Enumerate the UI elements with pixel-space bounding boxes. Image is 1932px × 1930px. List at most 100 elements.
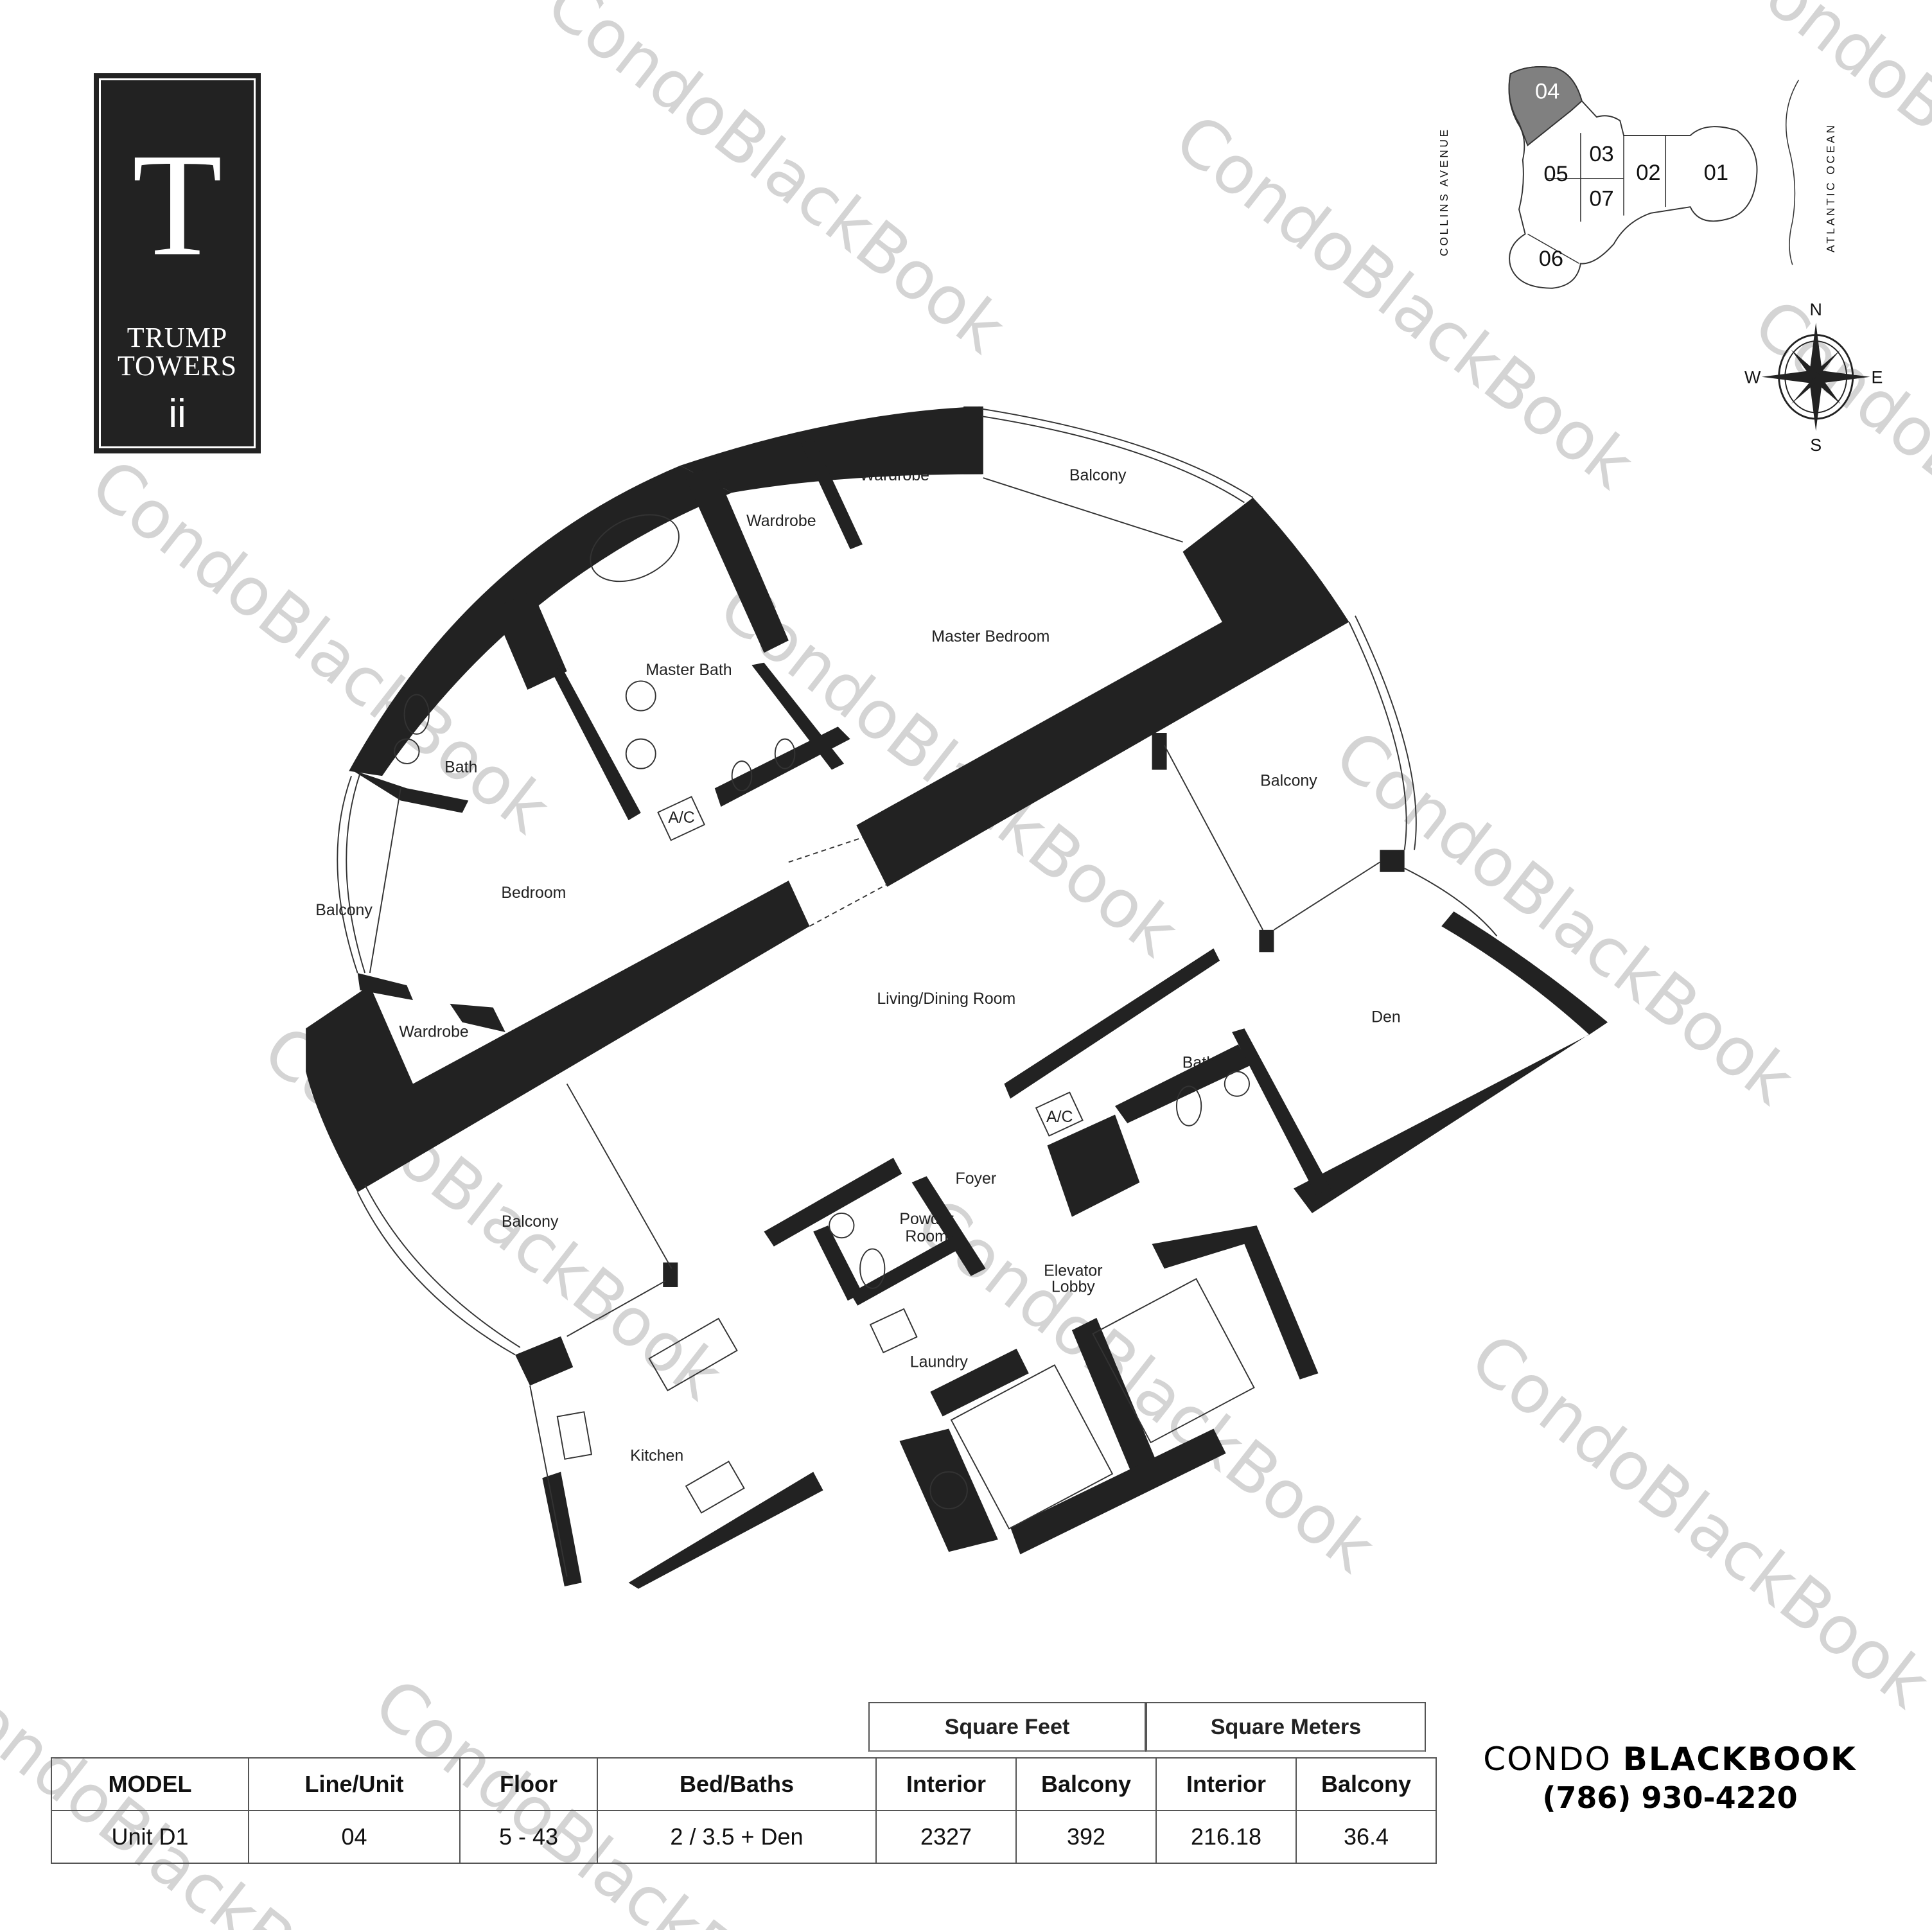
keyplan-unit-02: 02	[1636, 161, 1660, 185]
label-elevator-lobby: Elevator	[1044, 1262, 1102, 1280]
col-sqm-interior: Interior	[1155, 1757, 1297, 1811]
fixtures	[394, 514, 1255, 1530]
label-powder-room: Powder	[899, 1210, 953, 1228]
logo-name-line1: TRUMP	[127, 322, 228, 353]
logo-monogram: T	[132, 123, 223, 286]
label-laundry: Laundry	[910, 1353, 969, 1371]
col-model: MODEL	[51, 1757, 249, 1811]
cell-sqm-balcony: 36.4	[1295, 1810, 1437, 1864]
island-icon	[648, 1317, 738, 1392]
logo-suffix: ii	[168, 392, 186, 436]
label-wardrobe: Wardrobe	[746, 512, 816, 530]
cell-sqft-balcony: 392	[1015, 1810, 1157, 1864]
table-header-row: MODEL Line/Unit Floor Bed/Baths Interior…	[51, 1757, 1437, 1811]
col-sqm-balcony: Balcony	[1295, 1757, 1437, 1811]
compass-e: E	[1871, 367, 1883, 387]
label-elevator-lobby: Lobby	[1051, 1278, 1095, 1296]
elevator-cab-icon	[1092, 1277, 1255, 1444]
bidet-icon	[731, 760, 753, 792]
label-balcony: Balcony	[315, 901, 373, 919]
label-bath: Bath	[444, 758, 477, 776]
washer-icon	[869, 1308, 918, 1354]
group-header-square-meters: Square Meters	[1146, 1702, 1426, 1752]
label-ac: A/C	[1046, 1108, 1073, 1126]
key-plan: 04 03 05 02 01 07 06 COLLINS AVENUE ATLA…	[1437, 66, 1837, 289]
toilet-icon	[774, 738, 796, 769]
table-row: Unit D1 04 5 - 43 2 / 3.5 + Den 2327 392…	[51, 1810, 1437, 1864]
ac-unit-icon	[1035, 1091, 1084, 1137]
brand-phone[interactable]: (786) 930-4220	[1542, 1780, 1798, 1815]
cell-sqft-interior: 2327	[875, 1810, 1017, 1864]
keyplan-unit-03: 03	[1589, 142, 1613, 166]
group-header-square-feet: Square Feet	[868, 1702, 1146, 1752]
room-labels: Wardrobe Wardrobe Balcony Master Bedroom…	[315, 466, 1401, 1464]
logo-frame	[99, 78, 256, 448]
cell-sqm-interior: 216.18	[1155, 1810, 1297, 1864]
label-foyer: Foyer	[956, 1170, 997, 1188]
label-den: Den	[1371, 1008, 1401, 1026]
compass-rose-icon: N S E W	[1744, 300, 1883, 455]
ocean-label: ATLANTIC OCEAN	[1824, 123, 1837, 252]
toilet-icon	[859, 1248, 886, 1289]
sink-icon	[625, 680, 656, 712]
label-bedroom: Bedroom	[501, 884, 566, 902]
label-balcony: Balcony	[1069, 466, 1127, 484]
watermark: CondoBlackBook	[532, 0, 1019, 368]
logo-name: TRUMP TOWERS	[94, 324, 261, 380]
label-master-bedroom: Master Bedroom	[931, 627, 1049, 645]
toilet-icon	[403, 694, 430, 735]
trash-chute-icon	[929, 1471, 968, 1510]
walls	[306, 406, 1608, 1589]
sink-icon	[1224, 1071, 1251, 1097]
col-sqft-balcony: Balcony	[1015, 1757, 1157, 1811]
watermark: CondoBlackBook	[1456, 1319, 1932, 1723]
label-living-dining-room: Living/Dining Room	[877, 990, 1015, 1008]
street-label: COLLINS AVENUE	[1437, 127, 1450, 256]
keyplan-unit-06: 06	[1539, 247, 1563, 271]
logo-name-line2: TOWERS	[117, 350, 238, 382]
balcony-railings	[337, 408, 1498, 1577]
keyplan-unit-01: 01	[1704, 161, 1728, 185]
cell-bed-baths: 2 / 3.5 + Den	[597, 1810, 877, 1864]
label-kitchen: Kitchen	[630, 1446, 683, 1464]
label-powder-room: Room	[905, 1227, 947, 1245]
bathtub-icon	[590, 514, 680, 583]
cooktop-icon	[685, 1461, 745, 1514]
sink-icon	[829, 1212, 855, 1239]
kitchen-sink-icon	[556, 1411, 593, 1460]
sink-icon	[394, 738, 420, 764]
col-floor: Floor	[459, 1757, 598, 1811]
toilet-icon	[1175, 1085, 1202, 1127]
ac-unit-icon	[657, 796, 706, 841]
compass-n: N	[1810, 300, 1822, 319]
trump-towers-logo: T TRUMP TOWERS ii	[94, 73, 261, 453]
col-sqft-interior: Interior	[875, 1757, 1017, 1811]
unit-specs-table: MODEL Line/Unit Floor Bed/Baths Interior…	[51, 1757, 1437, 1864]
keyplan-unit-04-highlight	[1508, 66, 1583, 146]
cell-line-unit: 04	[248, 1810, 461, 1864]
brand-name-bold: BLACKBOOK	[1622, 1741, 1857, 1778]
cell-floor: 5 - 43	[459, 1810, 598, 1864]
col-line-unit: Line/Unit	[248, 1757, 461, 1811]
brand-name: CONDO BLACKBOOK	[1458, 1741, 1882, 1778]
cell-model: Unit D1	[51, 1810, 249, 1864]
watermark: CondoBlackBook	[1321, 715, 1807, 1119]
col-bed-baths: Bed/Baths	[597, 1757, 877, 1811]
label-wardrobe: Wardrobe	[399, 1023, 468, 1041]
compass-w: W	[1744, 367, 1761, 387]
keyplan-unit-04: 04	[1535, 79, 1559, 103]
keyplan-unit-05: 05	[1543, 162, 1568, 186]
label-wardrobe: Wardrobe	[860, 466, 929, 484]
sink-icon	[625, 738, 656, 769]
condo-blackbook-brand: CONDO BLACKBOOK (786) 930-4220	[1458, 1741, 1882, 1815]
label-master-bath: Master Bath	[645, 661, 732, 679]
label-ac: A/C	[668, 809, 695, 827]
label-balcony: Balcony	[502, 1213, 559, 1231]
elevator-cab-icon	[950, 1364, 1114, 1530]
compass-s: S	[1810, 435, 1822, 455]
brand-name-light: CONDO	[1483, 1741, 1611, 1778]
shoreline-icon	[1786, 80, 1800, 265]
